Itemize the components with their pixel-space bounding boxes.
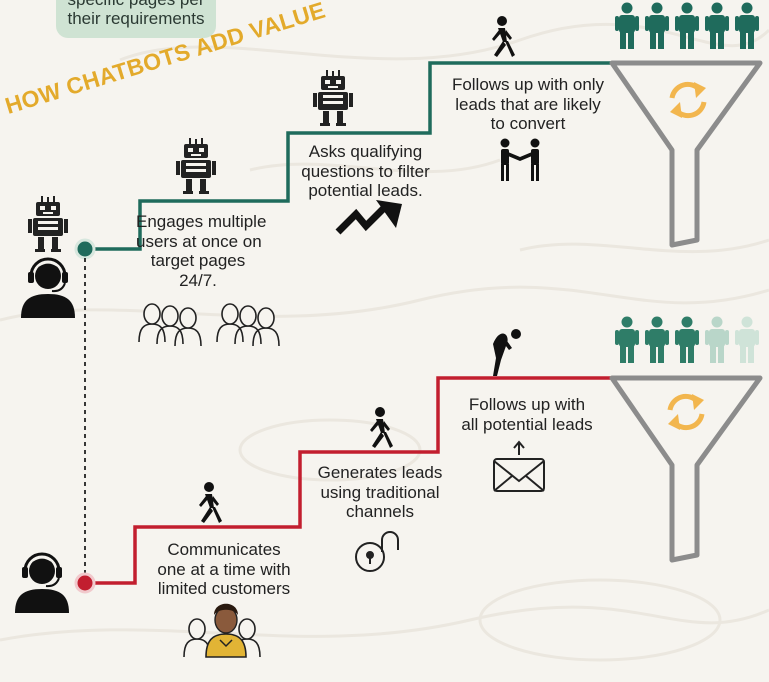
human-step-2-text: Generates leads using traditional channe… (317, 463, 443, 521)
human-step-1-text: Communicates one at a time with limited … (157, 540, 291, 598)
note-line-2: their requirements (67, 9, 205, 28)
envelope-icon (493, 440, 545, 492)
human-staircase-path (85, 376, 612, 585)
trend-arrow-icon (335, 200, 402, 235)
bot-staircase-path (85, 61, 612, 251)
falling-person-icon (493, 329, 521, 376)
human-step-3-text: Follows up with all potential leads (461, 395, 593, 434)
crowd-icon (138, 303, 280, 347)
note-line-1: specific pages per (56, 0, 216, 9)
bot-step-3-text: Follows up with only leads that are like… (451, 75, 605, 133)
walking-person-icon-step1 (199, 482, 222, 523)
top-people-group (615, 2, 759, 49)
funnel-icon (609, 60, 763, 248)
bot-start-node (74, 238, 96, 260)
customers-icon (183, 603, 261, 658)
walking-person-icon-step2 (370, 407, 393, 448)
bot-step-1-text: Engages multiple users at once on target… (136, 212, 267, 290)
walking-person-icon (492, 16, 515, 57)
headset-agent-icon (19, 257, 77, 320)
human-start-node (74, 572, 96, 594)
funnel-icon-bottom (609, 375, 763, 563)
robot-step1-icon (175, 137, 217, 195)
headset-agent-icon-bottom (13, 552, 71, 615)
handshake-icon (500, 138, 540, 181)
robot-step2-icon (312, 69, 354, 127)
previous-section-note: specific pages per their requirements (56, 0, 216, 38)
bot-step-2-text: Asks qualifying questions to filter pote… (301, 142, 430, 200)
robot-icon (27, 195, 69, 253)
padlock-icon (355, 531, 399, 572)
bottom-people-group (615, 316, 759, 363)
